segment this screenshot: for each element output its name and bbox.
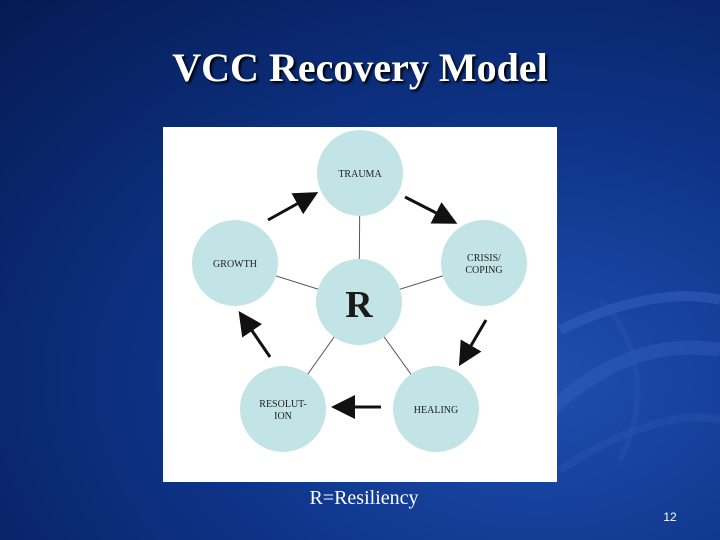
center-label: R	[345, 284, 373, 326]
node-crisis: CRISIS/COPING	[441, 220, 527, 306]
cycle-arrow-4	[238, 311, 272, 358]
cycle-arrow-1	[404, 195, 458, 224]
diagram-canvas: TRAUMA CRISIS/COPING HEALING RESOLUT-ION GRO…	[192, 130, 527, 452]
node-growth: GROWTH	[192, 220, 278, 306]
page-number: 12	[663, 510, 677, 524]
node-circle-healing	[393, 366, 479, 452]
node-resolution: RESOLUT-ION	[240, 366, 326, 452]
node-trauma: TRAUMA	[317, 130, 403, 216]
node-circle-resolution	[240, 366, 326, 452]
cycle-arrow-2	[458, 319, 488, 367]
node-label-resolution: RESOLUT-	[259, 399, 306, 410]
node-label-healing: HEALING	[414, 405, 458, 416]
cycle-arrow-5	[267, 192, 319, 222]
node-healing: HEALING	[393, 366, 479, 452]
node-label-crisis: COPING	[465, 265, 502, 276]
stage-nodes: TRAUMA CRISIS/COPING HEALING RESOLUT-ION GRO…	[192, 130, 527, 452]
center-circle	[316, 259, 402, 345]
slide-title: VCC Recovery Model	[172, 45, 548, 90]
node-circle-growth	[192, 220, 278, 306]
node-label-resolution: ION	[274, 411, 292, 422]
diagram-caption: R=Resiliency	[309, 487, 419, 509]
node-label-crisis: CRISIS/	[467, 253, 501, 264]
recovery-model-diagram: TRAUMA CRISIS/COPING HEALING RESOLUT-ION GRO…	[163, 127, 557, 482]
node-label-growth: GROWTH	[213, 259, 257, 270]
node-circle-crisis	[441, 220, 527, 306]
cycle-arrows	[238, 192, 488, 419]
node-circle-trauma	[317, 130, 403, 216]
center-node: R	[316, 259, 402, 345]
node-label-trauma: TRAUMA	[338, 169, 382, 180]
